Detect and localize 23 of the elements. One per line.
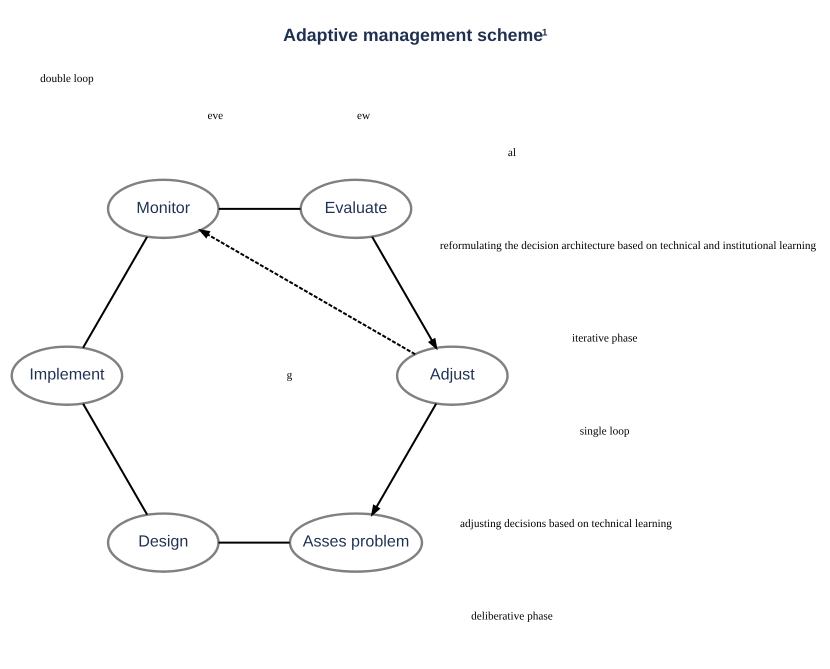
label: eve xyxy=(207,110,224,122)
connector xyxy=(82,236,148,348)
label: g xyxy=(286,369,292,382)
arrow xyxy=(371,236,438,350)
label: adjusting decisions based on technical learning xyxy=(460,518,672,530)
label: ew xyxy=(357,110,370,122)
arrow xyxy=(198,228,416,355)
label: iterative phase xyxy=(572,332,638,344)
arrow xyxy=(370,402,438,516)
node-ellipse: Design xyxy=(106,512,220,572)
node-ellipse: Asses problem xyxy=(288,512,424,572)
label: single loop xyxy=(580,424,630,437)
label: al xyxy=(508,146,516,159)
connector xyxy=(82,402,148,515)
label: reformulating the decision architecture based on technical and institutional learning xyxy=(440,239,816,252)
node-ellipse: Adjust xyxy=(396,344,509,406)
connector xyxy=(218,541,290,544)
node-ellipse: Evaluate xyxy=(300,178,412,239)
label: double loop xyxy=(40,72,94,85)
label: deliberative phase xyxy=(471,610,553,622)
diagram-title: Adaptive management scheme$^{1}$ xyxy=(283,24,548,44)
connector xyxy=(218,207,301,210)
node-ellipse: Implement xyxy=(10,344,124,406)
